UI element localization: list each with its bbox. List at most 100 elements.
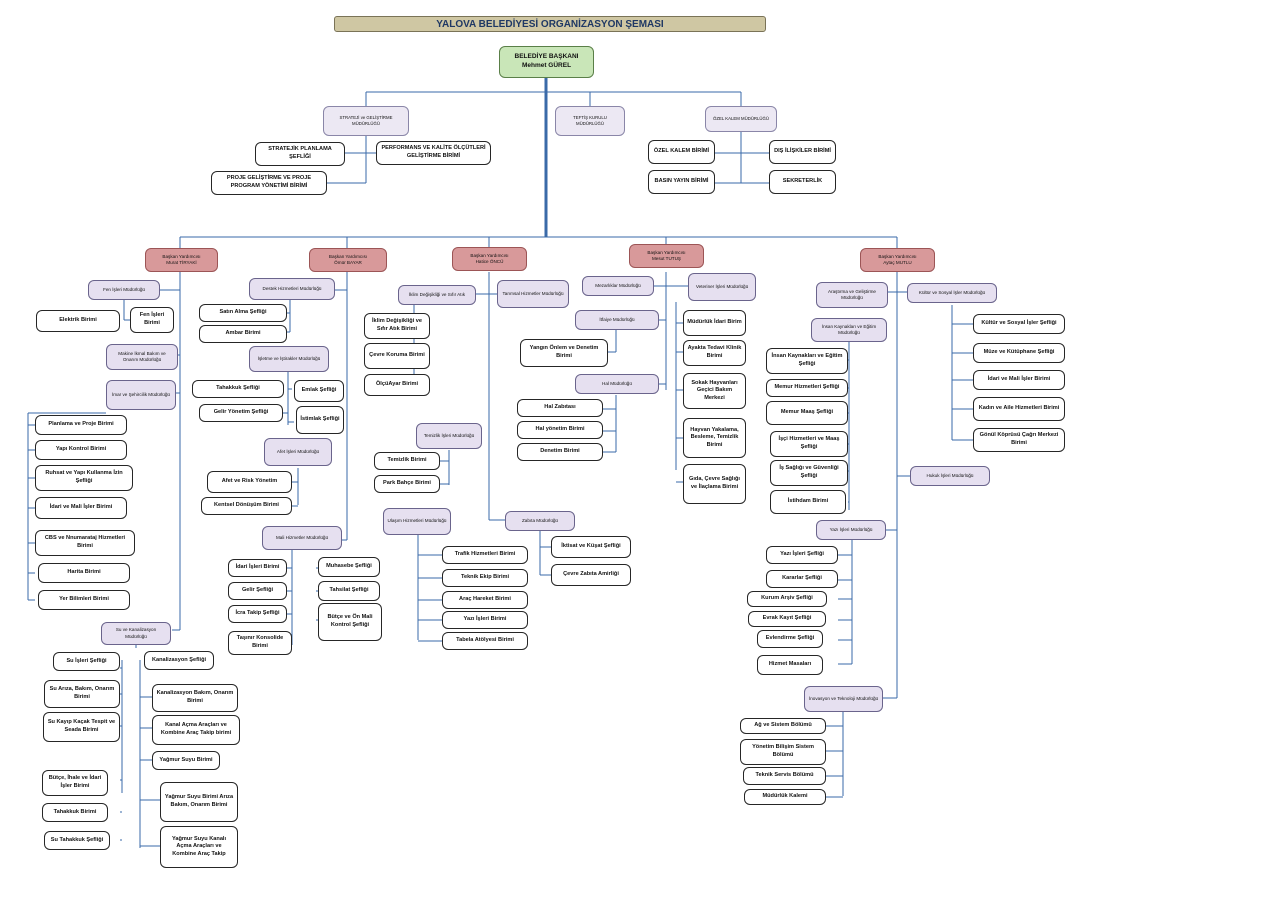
unit-box: Ruhsat ve Yapı Kullanma İzin Şefliği	[35, 465, 133, 491]
unit-box: Kararlar Şefliği	[766, 570, 838, 588]
unit-box: İş Sağlığı ve Güvenliği Şefliği	[770, 460, 848, 486]
vice-name: Mesut TUTUŞ	[651, 256, 681, 261]
dept-box: Hukuk İşleri Müdürlüğü	[910, 466, 990, 486]
unit-box: İdari ve Mali İşler Birimi	[973, 370, 1065, 390]
unit-box: Hal yönetim Birimi	[517, 421, 603, 439]
unit-box: Kültür ve Sosyal İşler Şefliği	[973, 314, 1065, 334]
unit-box: Gıda, Çevre Sağlığı ve İlaçlama Birimi	[683, 464, 746, 504]
unit-box: Gönül Köprüsü Çağrı Merkezi Birimi	[973, 428, 1065, 452]
dept-box: Zabıta Müdürlüğü	[505, 511, 575, 531]
unit-box: Kadın ve Aile Hizmetleri Birimi	[973, 397, 1065, 421]
vice-name: Murat TİRYAKİ	[166, 260, 197, 265]
unit-box: Yönetim Bilişim Sistem Bölümü	[740, 739, 826, 765]
unit-box: Denetim Birimi	[517, 443, 603, 461]
unit-box: Hayvan Yakalama, Besleme, Temizlik Birim…	[683, 418, 746, 458]
unit-box: Çevre Zabıta Amirliği	[551, 564, 631, 586]
dept-box: Su ve Kanalizasyon Müdürlüğü	[101, 622, 171, 645]
unit-box: Tahakkuk Şefliği	[192, 380, 284, 398]
dept-box: Afet İşleri Müdürlüğü	[264, 438, 332, 466]
staff-unit: PROJE GELİŞTİRME VE PROJE PROGRAM YÖNETİ…	[211, 171, 327, 195]
unit-box: Kurum Arşiv Şefliği	[747, 591, 827, 607]
vice-name: Ömür BAYAR	[334, 260, 362, 265]
unit-box: Ambar Birimi	[199, 325, 287, 343]
unit-box: Fen İşleri Birimi	[130, 307, 174, 333]
staff-unit: DIŞ İLİŞKİLER BİRİMİ	[769, 140, 836, 164]
unit-box: Taşınır Konsolide Birimi	[228, 631, 292, 655]
mayor-role: BELEDİYE BAŞKANI	[514, 53, 579, 61]
unit-box: Hizmet Masaları	[757, 655, 823, 675]
dept-box: İnsan Kaynakları ve Eğitim Müdürlüğü	[811, 318, 887, 342]
vice-title: Başkan Yardımcısı	[470, 252, 509, 258]
unit-box: Su Arıza, Bakım, Onarım Birimi	[44, 680, 120, 708]
vice-name: Hatice ÖNCÜ	[475, 259, 504, 264]
unit-box: Sokak Hayvanları Geçici Bakım Merkezi	[683, 373, 746, 409]
unit-box: Kanal Açma Araçları ve Kombine Araç Taki…	[152, 715, 240, 745]
unit-box: İstihdam Birimi	[770, 490, 846, 514]
vice-name: Aytaç MUTLU	[883, 260, 912, 265]
dept-box: İşletme ve İştirakler Müdürlüğü	[249, 346, 329, 372]
dept-box: İmar ve Şehircilik Müdürlüğü	[106, 380, 176, 410]
unit-box: Afet ve Risk Yönetim	[207, 471, 292, 493]
unit-box: Yapı Kontrol Birimi	[35, 440, 127, 460]
unit-box: ÖlçüAyar Birimi	[364, 374, 430, 396]
unit-box: Harita Birimi	[38, 563, 130, 583]
unit-box: Ağ ve Sistem Bölümü	[740, 718, 826, 734]
unit-box: İstimlak Şefliği	[296, 406, 344, 434]
unit-box: Yağmur Suyu Birimi	[152, 751, 220, 770]
unit-box: Gelir Şefliği	[228, 582, 287, 600]
unit-box: İdari İşleri Birimi	[228, 559, 287, 577]
dept-box: Kültür ve Sosyal İşler Müdürlüğü	[907, 283, 997, 303]
unit-box: Tahsilat Şefliği	[318, 581, 380, 601]
unit-box: Memur Hizmetleri Şefliği	[766, 379, 848, 397]
mayor-box: BELEDİYE BAŞKANI Mehmet GÜREL	[499, 46, 594, 78]
staff-unit: ÖZEL KALEM BİRİMİ	[648, 140, 715, 164]
unit-box: Evrak Kayıt Şefliği	[748, 611, 826, 627]
staff-unit: BASIN YAYIN BİRİMİ	[648, 170, 715, 194]
mayor-name: Mehmet GÜREL	[521, 62, 572, 69]
unit-box: Yazı İşleri Şefliği	[766, 546, 838, 564]
staff-unit: PERFORMANS VE KALİTE ÖLÇÜTLERİ GELİŞTİRM…	[376, 141, 491, 165]
chart-title: YALOVA BELEDİYESİ ORGANİZASYON ŞEMASI	[334, 16, 766, 32]
vice-title: Başkan Yardımcısı	[647, 249, 686, 255]
dept-box: Mezarlıklar Müdürlüğü	[582, 276, 654, 296]
staff-unit: STRATEJİK PLANLAMA ŞEFLİĞİ	[255, 142, 345, 166]
dept-box: Hal Müdürlüğü	[575, 374, 659, 394]
unit-box: Temizlik Birimi	[374, 452, 440, 470]
unit-box: Ayakta Tedavi Klinik Birimi	[683, 340, 746, 366]
dept-box: İklim Değişikliği ve Sıfır Atık	[398, 285, 476, 305]
unit-box: İcra Takip Şefliği	[228, 605, 287, 623]
unit-box: Satın Alma Şefliği	[199, 304, 287, 322]
staff-strategy: STRATEJİ ve GELİŞTİRME MÜDÜRLÜĞÜ	[323, 106, 409, 136]
unit-box: Su İşleri Şefliği	[53, 652, 120, 671]
unit-box: Su Kayıp Kaçak Tespit ve Seada Birimi	[43, 712, 120, 742]
dept-box: Yazı İşleri Müdürlüğü	[816, 520, 886, 540]
unit-box: Elektrik Birimi	[36, 310, 120, 332]
unit-box: Araç Hareket Birimi	[442, 591, 528, 609]
unit-box: İktisat ve Küşat Şefliği	[551, 536, 631, 558]
dept-box: Fen İşleri Müdürlüğü	[88, 280, 160, 300]
unit-box: Çevre Koruma Birimi	[364, 343, 430, 369]
unit-box: Hal Zabıtası	[517, 399, 603, 417]
dept-box: Destek Hizmetleri Müdürlüğü	[249, 278, 335, 300]
unit-box: Yazı İşleri Birimi	[442, 611, 528, 629]
unit-box: Müze ve Kütüphane Şefliği	[973, 343, 1065, 363]
staff-inspection: TEFTİŞ KURULU MÜDÜRLÜĞÜ	[555, 106, 625, 136]
unit-box: Yer Bilimleri Birimi	[38, 590, 130, 610]
unit-box: Emlak Şefliği	[294, 380, 344, 402]
staff-private-office: ÖZEL KALEM MÜDÜRLÜĞÜ	[705, 106, 777, 132]
dept-box: Veteriner İşleri Müdürlüğü	[688, 273, 756, 301]
dept-box: Mali Hizmetler Müdürlüğü	[262, 526, 342, 550]
dept-box: Temizlik İşleri Müdürlüğü	[416, 423, 482, 449]
dept-box: Makine İkmal Bakım ve Onarım Müdürlüğü	[106, 344, 178, 370]
unit-box: Teknik Ekip Birimi	[442, 569, 528, 587]
staff-unit: SEKRETERLİK	[769, 170, 836, 194]
unit-box: Yangın Önlem ve Denetim Birimi	[520, 339, 608, 367]
unit-box: Yağmur Suyu Birimi Arıza Bakım, Onarım B…	[160, 782, 238, 822]
dept-box: Araştırma ve Geliştirme Müdürlüğü	[816, 282, 888, 308]
